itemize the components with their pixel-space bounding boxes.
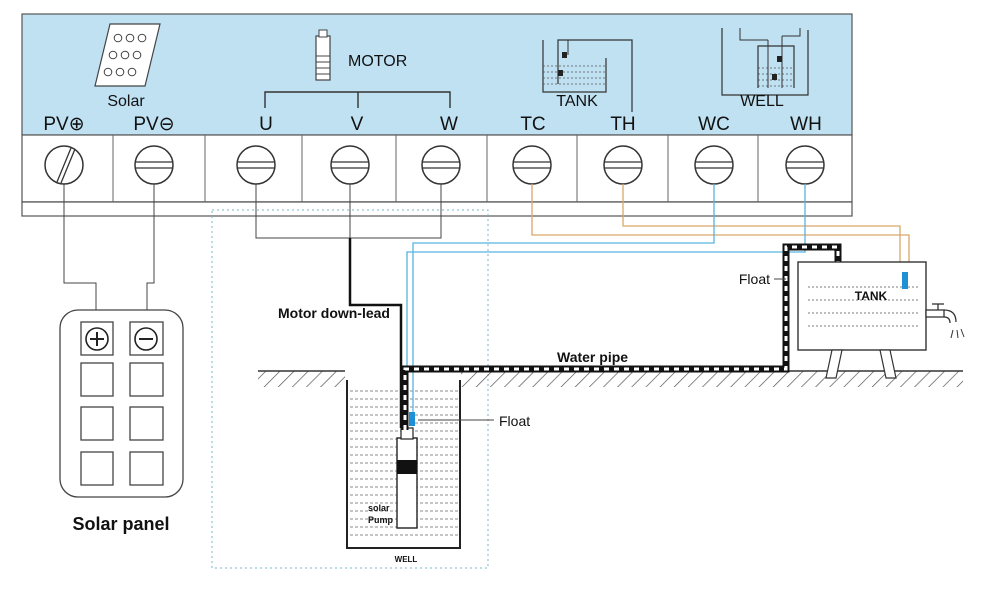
terminal-label-w: W xyxy=(440,114,458,135)
well-scene-label: WELL xyxy=(395,555,418,564)
faucet-icon xyxy=(925,303,965,339)
terminal-screw-pv-plus xyxy=(44,145,84,185)
water-pipe-stripes xyxy=(403,245,840,430)
motor-wires xyxy=(255,184,442,239)
water-pipe xyxy=(401,243,842,430)
tank-level-icon xyxy=(542,39,633,112)
terminal-label-u: U xyxy=(259,114,273,135)
solar-pump xyxy=(396,427,418,529)
tank-scene-label: TANK xyxy=(855,289,888,303)
float-label-well: Float xyxy=(499,413,530,429)
motor-down-lead-wire xyxy=(348,238,403,428)
pump-label-line1: solar xyxy=(368,503,390,513)
terminal-screw-wc xyxy=(694,145,734,185)
terminal-label-v: V xyxy=(351,114,364,135)
terminal-screw-wh xyxy=(785,145,825,185)
pv-wires xyxy=(63,184,155,325)
terminal-screw-pv-minus xyxy=(134,145,174,185)
terminal-screw-u xyxy=(236,145,276,185)
well xyxy=(346,380,461,549)
solar-panel-label: Solar panel xyxy=(72,514,169,534)
terminal-screw-w xyxy=(421,145,461,185)
terminal-label-pv-minus: PV⊖ xyxy=(133,114,174,135)
motor-down-lead-label: Motor down-lead xyxy=(278,305,390,321)
terminal-screw-th xyxy=(603,145,643,185)
terminal-label-tc: TC xyxy=(520,114,545,135)
terminal-screw-tc xyxy=(512,145,552,185)
solar-header-label: Solar xyxy=(107,93,145,110)
plus-terminal-icon xyxy=(85,327,109,351)
float-label-tank: Float xyxy=(739,271,770,287)
well-float xyxy=(409,412,415,426)
well-header-label: WELL xyxy=(740,93,784,110)
pump-label-line2: Pump xyxy=(368,515,394,525)
motor-bracket xyxy=(264,91,451,108)
tank-float xyxy=(902,272,908,289)
motor-header-label: MOTOR xyxy=(348,53,407,70)
motor-icon xyxy=(315,29,331,81)
terminal-label-pv-plus: PV⊕ xyxy=(43,114,84,135)
solar-panel xyxy=(59,309,184,498)
well-zone-outline xyxy=(211,209,489,569)
water-pipe-label: Water pipe xyxy=(557,349,628,365)
tank-header-label: TANK xyxy=(556,93,598,110)
solar-panel-icon xyxy=(94,23,161,87)
terminal-label-wc: WC xyxy=(698,114,730,135)
well-sensor-wires xyxy=(406,184,806,421)
minus-terminal-icon xyxy=(134,327,158,351)
tank-sensor-wires xyxy=(531,184,910,272)
terminal-label-th: TH xyxy=(610,114,635,135)
ground xyxy=(258,370,963,390)
well-level-icon xyxy=(721,28,809,96)
terminal-label-wh: WH xyxy=(790,114,822,135)
terminal-screw-v xyxy=(330,145,370,185)
